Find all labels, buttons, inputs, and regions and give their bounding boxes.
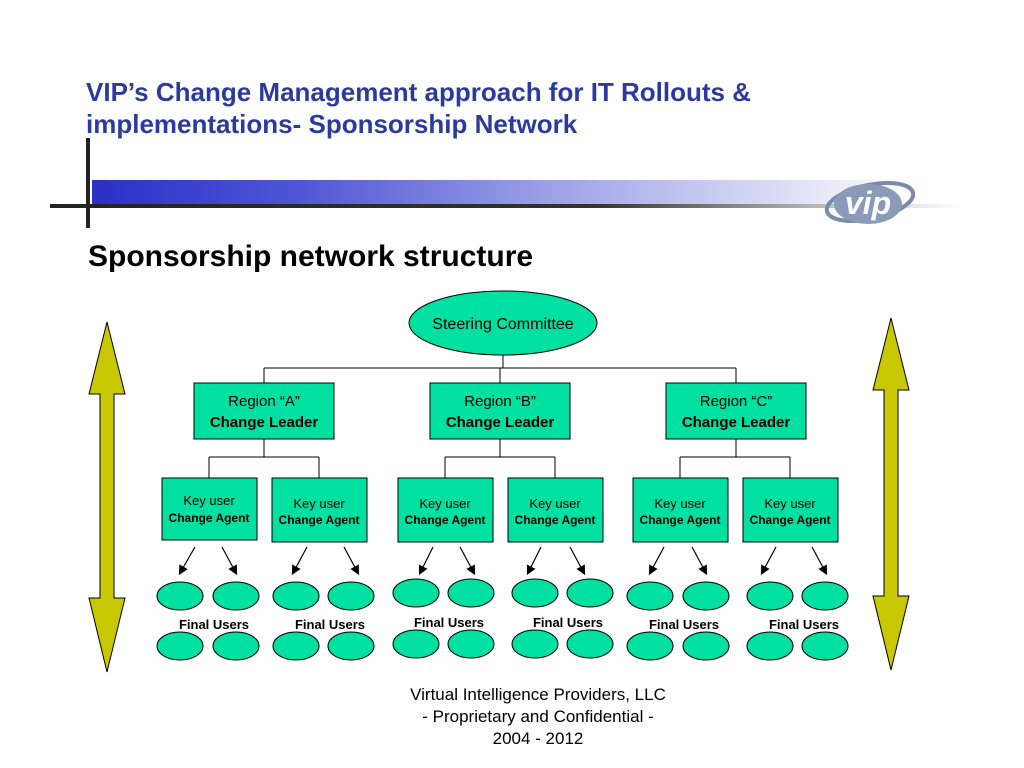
region-label: Region “C” bbox=[700, 393, 773, 410]
final-user-ellipse bbox=[511, 629, 559, 659]
final-user-ellipse bbox=[746, 631, 794, 661]
final-user-ellipse bbox=[156, 581, 204, 611]
final-user-ellipse bbox=[746, 581, 794, 611]
final-user-ellipse bbox=[801, 631, 849, 661]
region-role: Change Leader bbox=[210, 414, 319, 431]
final-users-label: Final Users bbox=[295, 617, 365, 632]
region-role: Change Leader bbox=[682, 414, 791, 431]
final-user-ellipse bbox=[682, 581, 730, 611]
final-user-ellipse bbox=[626, 631, 674, 661]
agent-role: Change Agent bbox=[750, 513, 831, 527]
agent-node: Key user Change Agent bbox=[632, 477, 729, 543]
final-users-label: Final Users bbox=[533, 615, 603, 630]
region-label: Region “B” bbox=[464, 393, 536, 410]
title-gradient-bar bbox=[92, 180, 912, 206]
root-connectors bbox=[263, 355, 737, 383]
slide-footer: Virtual Intelligence Providers, LLC - Pr… bbox=[370, 684, 706, 750]
agent-role: Change Agent bbox=[640, 513, 721, 527]
region-node: Region “B” Change Leader bbox=[429, 382, 571, 440]
final-user-ellipse bbox=[212, 631, 260, 661]
agent-node: Key user Change Agent bbox=[161, 477, 258, 541]
final-user-ellipse bbox=[626, 581, 674, 611]
footer-years: 2004 - 2012 bbox=[492, 729, 584, 748]
agent-node: Key user Change Agent bbox=[271, 477, 368, 543]
final-user-ellipse bbox=[801, 581, 849, 611]
region-node: Region “C” Change Leader bbox=[665, 382, 807, 440]
final-user-ellipse bbox=[511, 578, 559, 608]
footer-company: Virtual Intelligence Providers, LLC bbox=[410, 685, 666, 704]
region-connectors bbox=[208, 439, 791, 478]
agent-role: Change Agent bbox=[405, 513, 486, 527]
slide-subtitle: Sponsorship network structure bbox=[88, 240, 534, 273]
final-user-ellipse bbox=[327, 581, 375, 611]
final-users-label: Final Users bbox=[179, 617, 249, 632]
slide-title: VIP’s Change Management approach for IT … bbox=[86, 77, 752, 139]
agent-label: Key user bbox=[654, 496, 706, 511]
agent-label: Key user bbox=[293, 496, 345, 511]
agent-node: Key user Change Agent bbox=[397, 477, 494, 543]
final-user-ellipse bbox=[566, 629, 614, 659]
agent-label: Key user bbox=[419, 496, 471, 511]
right-double-arrow bbox=[872, 317, 910, 671]
final-users-label: Final Users bbox=[769, 617, 839, 632]
vip-logo: vip bbox=[824, 181, 916, 224]
final-user-ellipse bbox=[156, 631, 204, 661]
final-user-ellipse bbox=[212, 581, 260, 611]
final-user-ellipse bbox=[447, 578, 495, 608]
region-role: Change Leader bbox=[446, 414, 555, 431]
agent-role: Change Agent bbox=[515, 513, 596, 527]
final-user-ellipse bbox=[392, 629, 440, 659]
agent-label: Key user bbox=[764, 496, 816, 511]
final-users-label: Final Users bbox=[649, 617, 719, 632]
steering-committee-label: Steering Committee bbox=[432, 316, 573, 333]
vip-logo-text: vip bbox=[845, 185, 891, 221]
final-user-ellipses-top bbox=[156, 578, 849, 611]
final-user-ellipse bbox=[447, 629, 495, 659]
left-double-arrow bbox=[88, 321, 126, 673]
agent-to-user-arrows bbox=[178, 546, 828, 576]
final-user-ellipses-bottom bbox=[156, 629, 849, 661]
final-user-ellipse bbox=[682, 631, 730, 661]
agent-role: Change Agent bbox=[169, 511, 250, 525]
agent-label: Key user bbox=[183, 493, 235, 508]
agent-node: Key user Change Agent bbox=[507, 477, 604, 543]
agent-role: Change Agent bbox=[279, 513, 360, 527]
title-accent-horizontal-line bbox=[50, 204, 960, 208]
title-accent-vertical-line bbox=[86, 138, 90, 228]
final-users-label: Final Users bbox=[414, 615, 484, 630]
region-node: Region “A” Change Leader bbox=[193, 382, 335, 440]
final-user-ellipse bbox=[327, 631, 375, 661]
agent-node: Key user Change Agent bbox=[742, 477, 839, 543]
footer-confidentiality: - Proprietary and Confidential - bbox=[422, 707, 654, 726]
agent-label: Key user bbox=[529, 496, 581, 511]
final-user-ellipse bbox=[272, 631, 320, 661]
final-user-ellipse bbox=[272, 581, 320, 611]
final-user-ellipse bbox=[392, 578, 440, 608]
region-label: Region “A” bbox=[228, 393, 300, 410]
final-user-ellipse bbox=[566, 578, 614, 608]
